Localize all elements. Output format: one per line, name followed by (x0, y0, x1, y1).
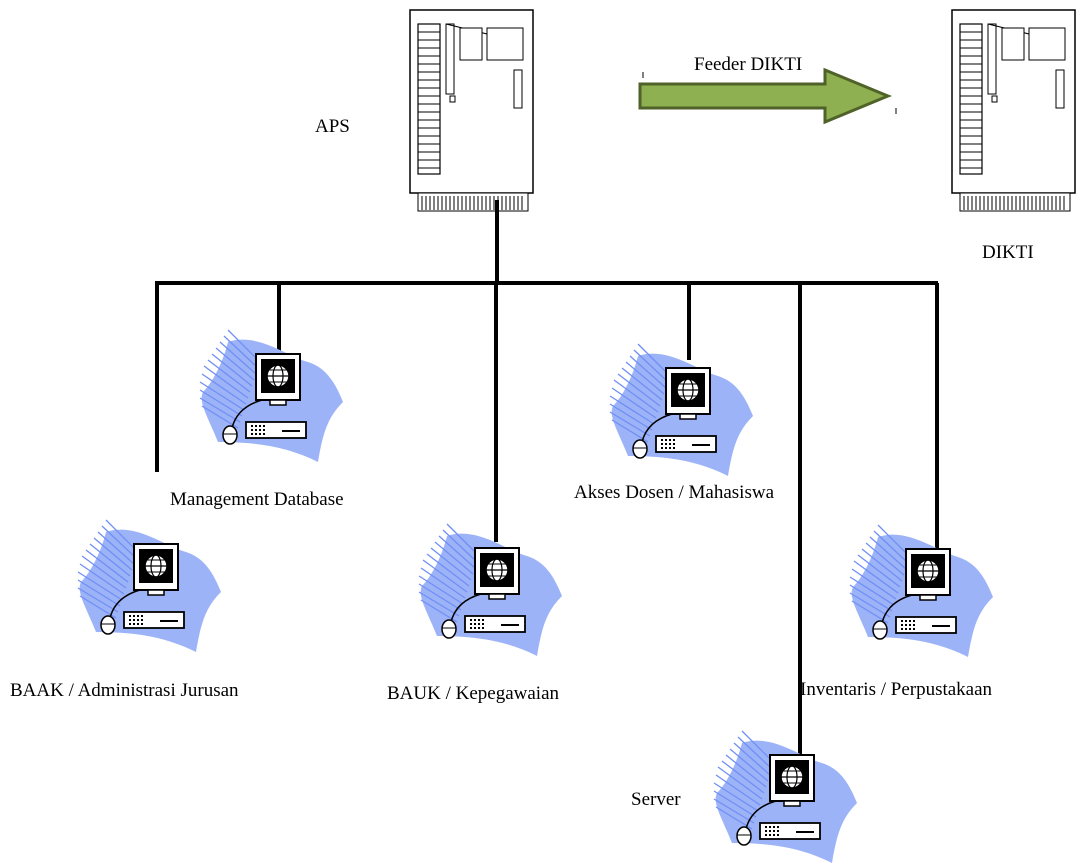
server-label: Server (631, 789, 681, 810)
aps-label: APS (315, 116, 350, 137)
bauk-label: BAUK / Kepegawaian (387, 683, 560, 704)
bauk-computer-icon (418, 523, 563, 657)
dikti-server-icon (951, 9, 1076, 212)
server-computer-icon (713, 730, 858, 863)
feeder-label: Feeder DIKTI (694, 54, 803, 75)
management-database-computer-icon (199, 329, 344, 463)
dikti-label: DIKTI (982, 242, 1034, 263)
akses-dosen-label: Akses Dosen / Mahasiswa (574, 482, 775, 503)
feeder-arrow-icon (638, 67, 892, 125)
network-bus (155, 200, 939, 762)
inventaris-label: Inventaris / Perpustakaan (800, 679, 993, 700)
akses-dosen-computer-icon (609, 343, 754, 477)
baak-computer-icon (77, 519, 222, 653)
management-database-label: Management Database (170, 489, 344, 510)
aps-server-icon (409, 9, 534, 212)
baak-label: BAAK / Administrasi Jurusan (10, 680, 239, 701)
inventaris-computer-icon (849, 524, 994, 658)
